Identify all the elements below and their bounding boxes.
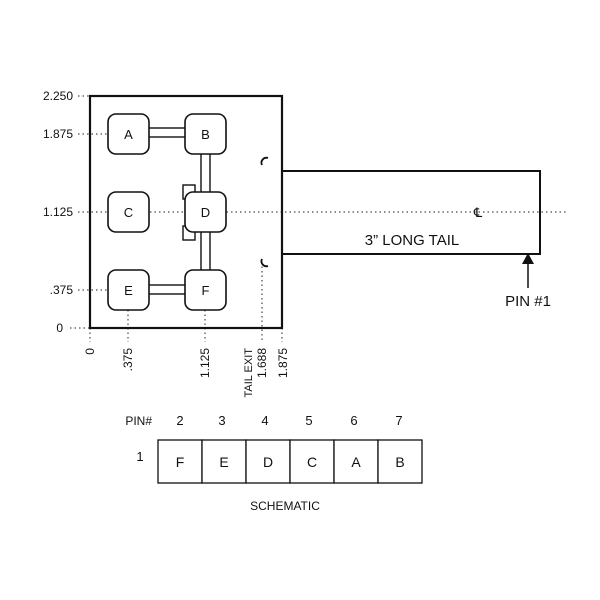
pad-f-label: F xyxy=(202,283,210,298)
schematic-cell-6 xyxy=(377,439,423,484)
pin-number-3: 3 xyxy=(218,413,225,428)
pin-number-6: 6 xyxy=(350,413,357,428)
schematic-header-label: PIN# xyxy=(125,414,152,428)
x-label-0-375: .375 xyxy=(121,348,135,372)
pin1-arrow xyxy=(522,253,534,288)
pad-d: D xyxy=(184,191,227,233)
pad-f: F xyxy=(184,269,227,311)
y-label-2-250: 2.250 xyxy=(43,89,73,103)
pin-number-4: 4 xyxy=(261,413,268,428)
schematic-cell-text-b: B xyxy=(395,454,404,470)
x-label-1-125: 1.125 xyxy=(198,348,212,378)
schematic-cell-5 xyxy=(333,439,379,484)
tail-exit-notch-bottom xyxy=(260,258,269,268)
y-label-1-125: 1.125 xyxy=(43,205,73,219)
pad-d-label: D xyxy=(201,205,210,220)
pad-c-label: C xyxy=(124,205,133,220)
x-label-0: 0 xyxy=(83,348,97,355)
pad-a: A xyxy=(107,113,150,155)
schematic-cell-text-e: E xyxy=(219,454,228,470)
dimension-lines xyxy=(70,95,568,342)
tail-length-label: 3” LONG TAIL xyxy=(365,232,459,249)
schematic-cell-text-d: D xyxy=(263,454,273,470)
pad-a-label: A xyxy=(124,127,133,142)
schematic-title: SCHEMATIC xyxy=(250,499,320,513)
x-label-1-875: 1.875 xyxy=(276,348,290,378)
schematic: PIN# 1 2 3 4 5 6 7 F E D C A B SCHEMATIC xyxy=(125,413,423,513)
schematic-cell-text-a: A xyxy=(351,454,361,470)
pin1-label: PIN #1 xyxy=(505,293,551,310)
centerline-symbol: ℄ xyxy=(473,205,483,220)
pad-b: B xyxy=(184,113,227,155)
schematic-cell-text-c: C xyxy=(307,454,317,470)
tail-exit-notch-top xyxy=(260,156,269,166)
pad-e-label: E xyxy=(124,283,133,298)
pin-number-5: 5 xyxy=(305,413,312,428)
x-label-1-688: 1.688 xyxy=(255,348,269,378)
pin-number-2: 2 xyxy=(176,413,183,428)
y-label-0: 0 xyxy=(56,321,63,335)
y-label-1-875: 1.875 xyxy=(43,127,73,141)
tail xyxy=(281,170,541,255)
pin-number-7: 7 xyxy=(395,413,402,428)
schematic-row-label: 1 xyxy=(136,449,143,464)
schematic-cell-2 xyxy=(201,439,247,484)
pad-e: E xyxy=(107,269,150,311)
schematic-cell-text-f: F xyxy=(176,454,185,470)
pad-c: C xyxy=(107,191,150,233)
tail-exit-label: TAIL EXIT xyxy=(243,348,255,398)
schematic-cell-3 xyxy=(245,439,291,484)
pad-b-label: B xyxy=(201,127,210,142)
schematic-cell-4 xyxy=(289,439,335,484)
y-label-0-375: .375 xyxy=(50,283,74,297)
